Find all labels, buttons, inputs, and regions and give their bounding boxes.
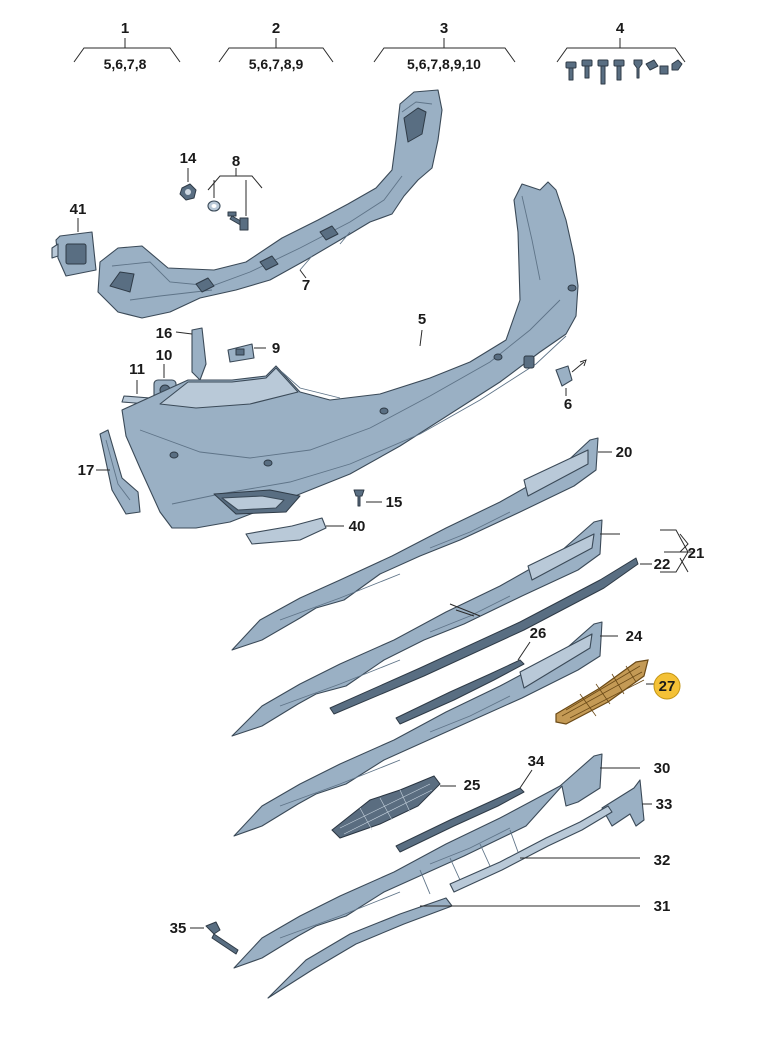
part-9-clip bbox=[227, 343, 255, 363]
kit-2: 2 5,6,7,8,9 bbox=[218, 20, 334, 72]
part-15-screw bbox=[353, 489, 365, 507]
callout-22: 22 bbox=[654, 556, 671, 573]
kit-2-contents: 5,6,7,8,9 bbox=[249, 56, 304, 72]
callout-27-badge: 27 bbox=[653, 672, 681, 700]
part-14-nut bbox=[179, 183, 197, 201]
kit-2-number: 2 bbox=[272, 20, 280, 37]
part-5-bumper-cover bbox=[121, 181, 579, 529]
part-30-lower-diffuser bbox=[233, 753, 603, 969]
kit-1-number: 1 bbox=[121, 20, 129, 37]
part-35-screw bbox=[205, 921, 239, 955]
part-26-moulding bbox=[395, 659, 525, 725]
kit-3: 3 5,6,7,8,9,10 bbox=[373, 20, 516, 72]
kit-1-contents: 5,6,7,8 bbox=[104, 56, 147, 72]
brace-21 bbox=[660, 529, 689, 573]
kit-1: 1 5,6,7,8 bbox=[73, 20, 181, 72]
kit-3-number: 3 bbox=[440, 20, 448, 37]
leader-16 bbox=[175, 331, 193, 335]
fastener-set-icon bbox=[565, 59, 683, 85]
leader-7 bbox=[299, 269, 307, 279]
part-17-side-guide bbox=[99, 429, 141, 515]
part-21-diffuser-assembly bbox=[231, 519, 603, 737]
detail-21 bbox=[449, 603, 481, 617]
part-33-end-cap bbox=[601, 779, 645, 827]
kit-4: 4 bbox=[556, 20, 686, 85]
leader-8 bbox=[207, 168, 263, 216]
part-7-mounting-bracket bbox=[97, 89, 443, 319]
part-25-grille bbox=[331, 775, 441, 839]
callout-15: 15 bbox=[386, 494, 403, 511]
callout-31: 31 bbox=[654, 898, 671, 915]
callout-26: 26 bbox=[530, 625, 547, 642]
callout-8: 8 bbox=[232, 153, 240, 170]
part-31-lower-strip bbox=[267, 897, 453, 999]
part-32-trim bbox=[449, 805, 613, 893]
part-27-grille-insert bbox=[555, 659, 649, 725]
part-16-bracket bbox=[191, 327, 207, 381]
callout-41: 41 bbox=[70, 201, 87, 218]
callout-40: 40 bbox=[349, 518, 366, 535]
part-41-cover-cap bbox=[51, 231, 97, 277]
part-20-diffuser bbox=[231, 437, 599, 651]
kit-1-bracket bbox=[73, 38, 181, 63]
callout-35: 35 bbox=[170, 920, 187, 937]
callout-7: 7 bbox=[302, 277, 310, 294]
kit-2-bracket bbox=[218, 38, 334, 63]
part-34-moulding bbox=[395, 787, 525, 853]
callout-24: 24 bbox=[626, 628, 643, 645]
callout-30: 30 bbox=[654, 760, 671, 777]
leader-34 bbox=[519, 769, 533, 789]
callout-27: 27 bbox=[659, 678, 676, 695]
callout-11: 11 bbox=[129, 361, 145, 378]
part-8-washer-and-bolt bbox=[207, 200, 249, 231]
callout-25: 25 bbox=[464, 777, 481, 794]
callout-9: 9 bbox=[272, 340, 280, 357]
callout-21: 21 bbox=[688, 545, 705, 562]
leader-5 bbox=[419, 329, 423, 347]
kit-3-contents: 5,6,7,8,9,10 bbox=[407, 56, 481, 72]
kit-4-bracket bbox=[556, 38, 686, 63]
part-6-sensor-clip bbox=[555, 359, 587, 387]
callout-17: 17 bbox=[78, 462, 95, 479]
part-24-diffuser bbox=[233, 621, 603, 837]
arrow-6 bbox=[571, 359, 587, 373]
part-40-trim-strip bbox=[245, 517, 327, 545]
leader-21-bracket bbox=[600, 533, 694, 573]
leader-26 bbox=[517, 641, 531, 661]
callout-14: 14 bbox=[180, 150, 197, 167]
callout-34: 34 bbox=[528, 753, 545, 770]
callout-33: 33 bbox=[656, 796, 673, 813]
callout-10: 10 bbox=[156, 347, 173, 364]
callout-6: 6 bbox=[564, 396, 572, 413]
kit-3-bracket bbox=[373, 38, 516, 63]
callout-16: 16 bbox=[156, 325, 173, 342]
callout-32: 32 bbox=[654, 852, 671, 869]
kit-4-number: 4 bbox=[616, 20, 625, 37]
part-22-chrome-strip bbox=[329, 557, 639, 715]
callout-20: 20 bbox=[616, 444, 633, 461]
callout-5: 5 bbox=[418, 311, 426, 328]
